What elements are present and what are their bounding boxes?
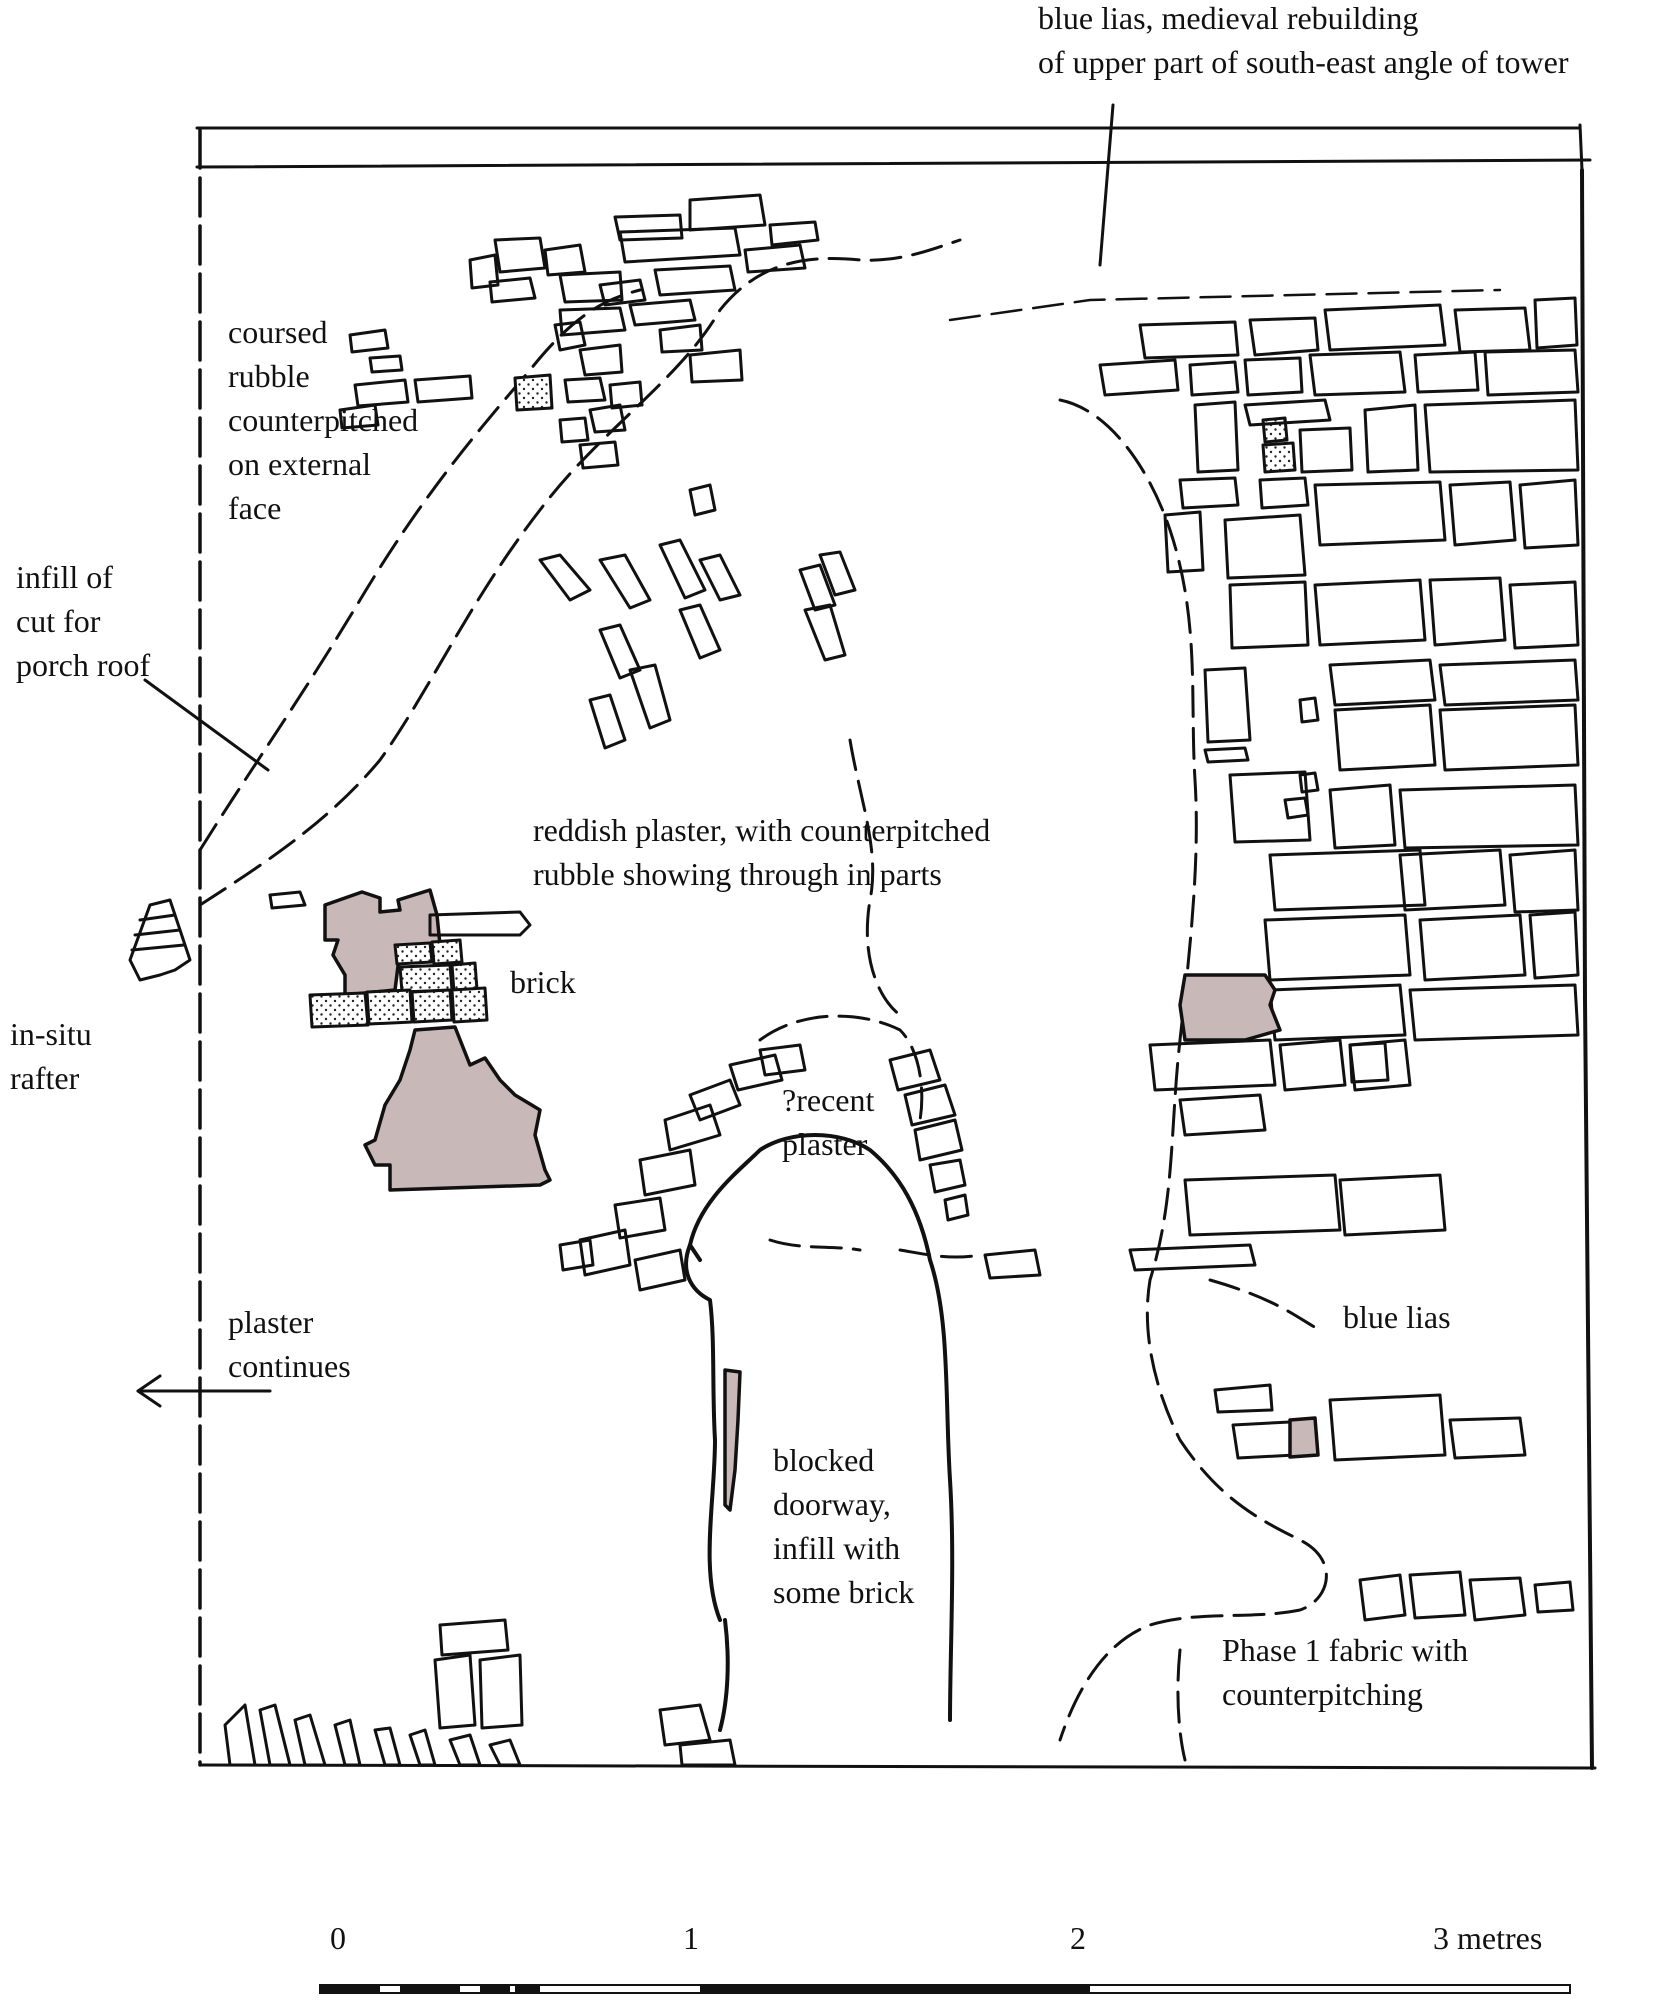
scale-tick-2: 2 (1070, 1920, 1086, 1956)
label-coursed-rubble: coursed rubble counterpitched on externa… (228, 314, 419, 526)
doorway-arch (684, 1133, 955, 1732)
coursed-stones-top (338, 193, 820, 470)
label-blocked-doorway: blocked doorway, infill with some brick (773, 1442, 915, 1610)
blue-lias-stones-right (1098, 296, 1580, 1622)
arch-voussoirs (558, 1043, 1042, 1292)
scale-bar (319, 1984, 1571, 1994)
label-in-situ-rafter: in-situ rafter (10, 1016, 92, 1096)
label-recent-plaster: ?recent plaster (782, 1082, 875, 1162)
label-plaster-continues: plaster continues (228, 1304, 351, 1384)
plaster-boundaries (198, 238, 1502, 1762)
brick-patches-upper (513, 373, 1297, 474)
label-brick: brick (510, 964, 576, 1000)
scale-tick-0: 0 (330, 1920, 346, 1956)
scale-tick-3: 3 metres (1433, 1920, 1543, 1956)
rafter-hatching (128, 898, 192, 982)
stone-over-brick (268, 890, 532, 937)
counterpitched-rubble-centre (538, 483, 857, 750)
label-infill-cut: infill of cut for porch roof (16, 559, 151, 683)
label-phase1: Phase 1 fabric with counterpitching (1222, 1632, 1469, 1712)
scale-tick-1: 1 (683, 1920, 699, 1956)
label-reddish-plaster: reddish plaster, with counterpitched rub… (533, 812, 991, 892)
plaster-patches (323, 888, 1320, 1512)
label-blue-lias-top: blue lias, medieval rebuilding of upper … (1038, 0, 1569, 80)
leader-lines (136, 103, 1115, 1408)
label-blue-lias-right: blue lias (1343, 1299, 1451, 1335)
brick-course-left (308, 938, 489, 1029)
bottom-rubble (223, 1618, 737, 1767)
